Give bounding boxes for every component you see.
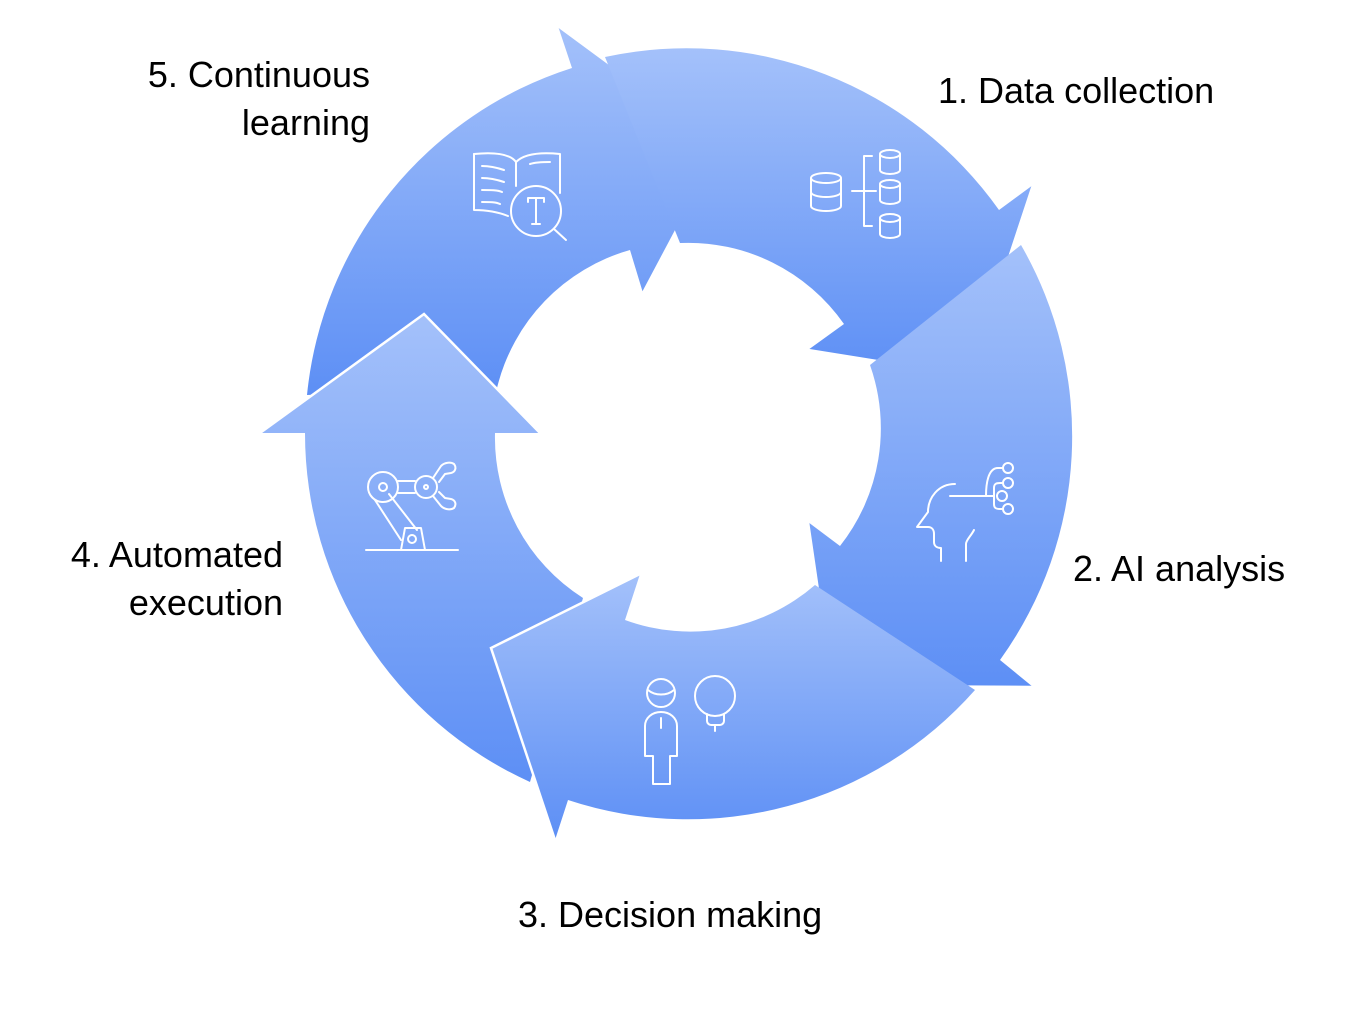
cycle-arrow-step-3 — [491, 574, 975, 840]
cycle-arrows — [259, 24, 1073, 841]
step-label-data-collection: 1. Data collection — [938, 67, 1214, 115]
step-label-ai-analysis: 2. AI analysis — [1073, 545, 1285, 593]
step-3-label-line: 3. Decision making — [518, 894, 823, 935]
step-label-continuous-learning: 5. Continuous learning — [148, 51, 370, 147]
step-5-label-line-1: 5. Continuous — [147, 54, 370, 95]
step-1-label-line: 1. Data collection — [938, 70, 1215, 111]
book-search-icon — [473, 152, 567, 241]
robotic-arm-icon — [365, 461, 459, 551]
arrow-head-outline-step-4 — [259, 312, 541, 435]
step-5-label-line-2: learning — [241, 102, 370, 143]
database-hierarchy-icon — [810, 149, 901, 239]
cycle-arrow-step-5 — [307, 26, 721, 395]
cycle-arrow-step-1 — [605, 48, 1033, 376]
step-4-label-line-1: 4. Automated — [70, 534, 283, 575]
step-label-decision-making: 3. Decision making — [518, 891, 822, 939]
cycle-arrow-step-2 — [808, 245, 1073, 687]
person-lightbulb-icon — [644, 675, 736, 785]
step-2-label-line: 2. AI analysis — [1073, 548, 1286, 589]
arrow-head-outline-step-3 — [489, 572, 641, 841]
ai-head-network-icon — [916, 462, 1014, 562]
step-4-label-line-2: execution — [128, 582, 283, 623]
step-label-automated-execution: 4. Automated execution — [71, 531, 283, 627]
